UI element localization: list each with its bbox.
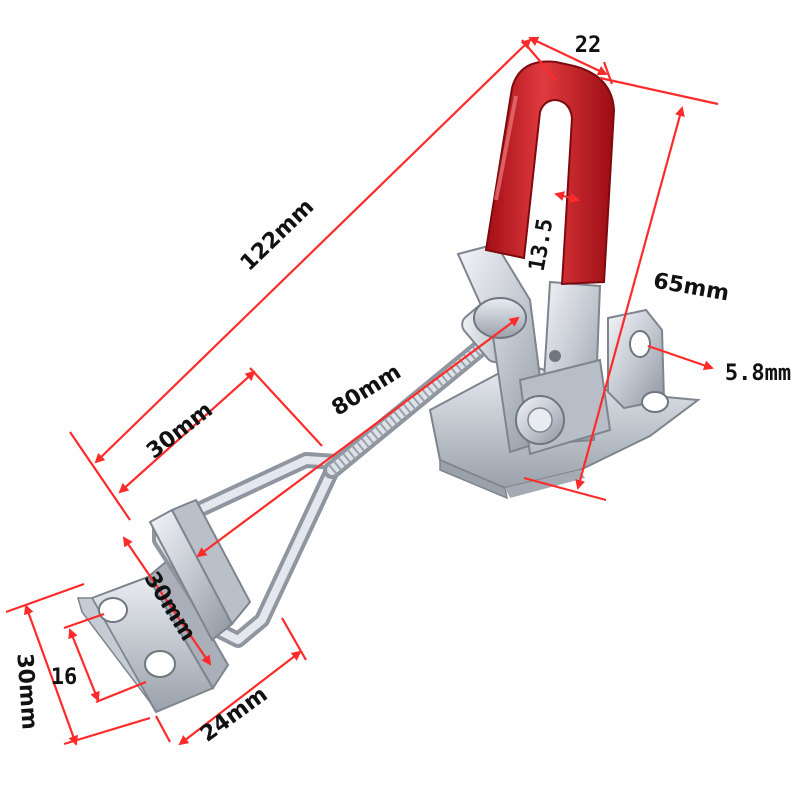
catch-plate-width-label: 24mm bbox=[196, 682, 273, 747]
overall-length-label: 122mm bbox=[236, 194, 319, 276]
handle-width-label: 22 bbox=[575, 33, 602, 58]
catch-plate-height-label: 30mm bbox=[11, 653, 41, 731]
hole-diameter-label: 5.8mm bbox=[725, 361, 791, 386]
dimension-lines bbox=[5, 36, 719, 746]
height-label: 65mm bbox=[651, 269, 731, 307]
handle-gap-label: 13.5 bbox=[525, 217, 559, 274]
catch-hole-spacing-label: 16 bbox=[51, 665, 78, 690]
